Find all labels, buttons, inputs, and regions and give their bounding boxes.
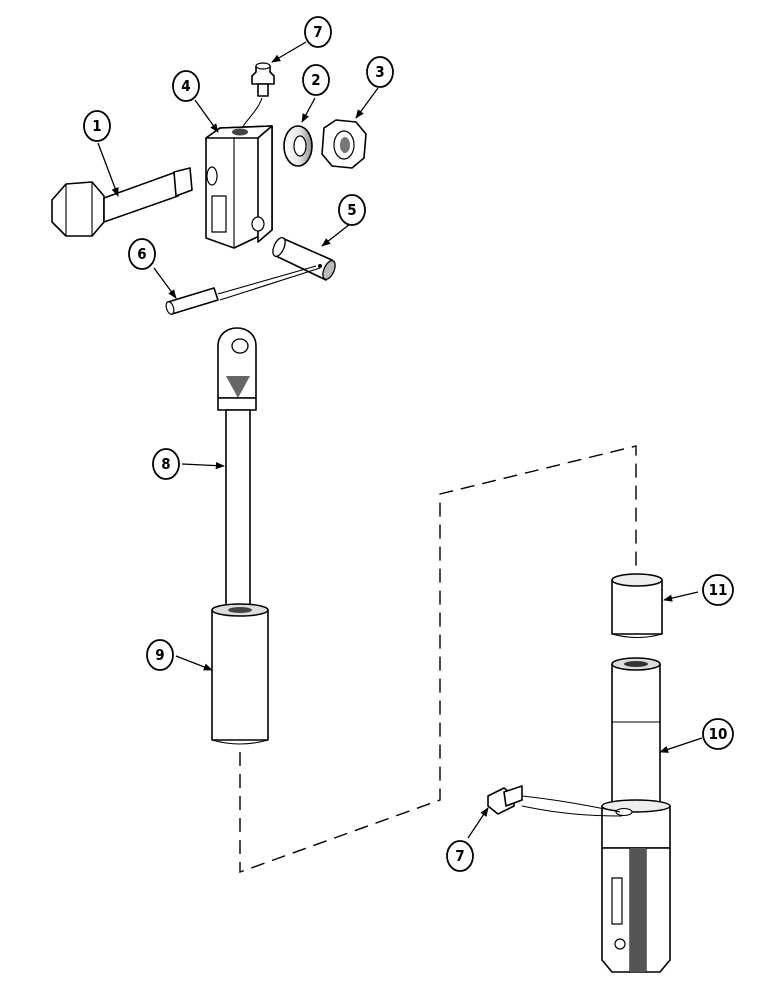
sleeve-part bbox=[211, 603, 269, 745]
clevis-pin-part bbox=[272, 236, 336, 281]
callout-8-label: 8 bbox=[161, 455, 170, 473]
callout-11-label: 11 bbox=[709, 581, 728, 599]
callout-2: 2 bbox=[302, 64, 330, 96]
callout-1-label: 1 bbox=[92, 117, 101, 135]
callout-3: 3 bbox=[366, 56, 394, 88]
callout-7-top: 7 bbox=[304, 16, 332, 48]
assembly-path bbox=[239, 445, 637, 873]
callout-leaders bbox=[97, 41, 703, 839]
callout-11: 11 bbox=[702, 574, 734, 606]
callout-6-label: 6 bbox=[137, 245, 146, 263]
clevis-block-part bbox=[205, 125, 273, 249]
callout-7-bottom-label: 7 bbox=[455, 847, 464, 865]
bolt-part bbox=[51, 167, 193, 237]
callout-10-label: 10 bbox=[709, 725, 728, 743]
roll-pin-part bbox=[165, 287, 219, 315]
callout-7-bottom: 7 bbox=[446, 840, 474, 872]
callout-6: 6 bbox=[128, 238, 156, 270]
fit-line-7b bbox=[521, 805, 623, 817]
callout-5: 5 bbox=[338, 194, 366, 226]
grease-nipple-top-part bbox=[251, 62, 275, 97]
threaded-rod-part bbox=[217, 327, 257, 623]
callout-1: 1 bbox=[83, 110, 111, 142]
callout-4-label: 4 bbox=[181, 77, 190, 95]
grease-nipple-bottom-part bbox=[487, 785, 523, 815]
callout-9: 9 bbox=[146, 639, 174, 671]
fit-line-7a bbox=[521, 795, 621, 813]
callout-7-top-label: 7 bbox=[313, 23, 322, 41]
fit-line-6a bbox=[217, 265, 317, 295]
callout-2-label: 2 bbox=[311, 71, 320, 89]
bushing-part bbox=[611, 573, 663, 639]
washer-part bbox=[283, 125, 313, 167]
lower-clevis-tube-part bbox=[601, 657, 671, 973]
nut-part bbox=[321, 119, 367, 169]
callout-9-label: 9 bbox=[155, 646, 164, 664]
fit-line-7-top bbox=[241, 97, 263, 129]
callout-10: 10 bbox=[702, 718, 734, 750]
fit-line-6b bbox=[219, 267, 321, 301]
callout-3-label: 3 bbox=[375, 63, 384, 81]
callout-5-label: 5 bbox=[347, 201, 356, 219]
callout-4: 4 bbox=[172, 70, 200, 102]
callout-8: 8 bbox=[152, 448, 180, 480]
